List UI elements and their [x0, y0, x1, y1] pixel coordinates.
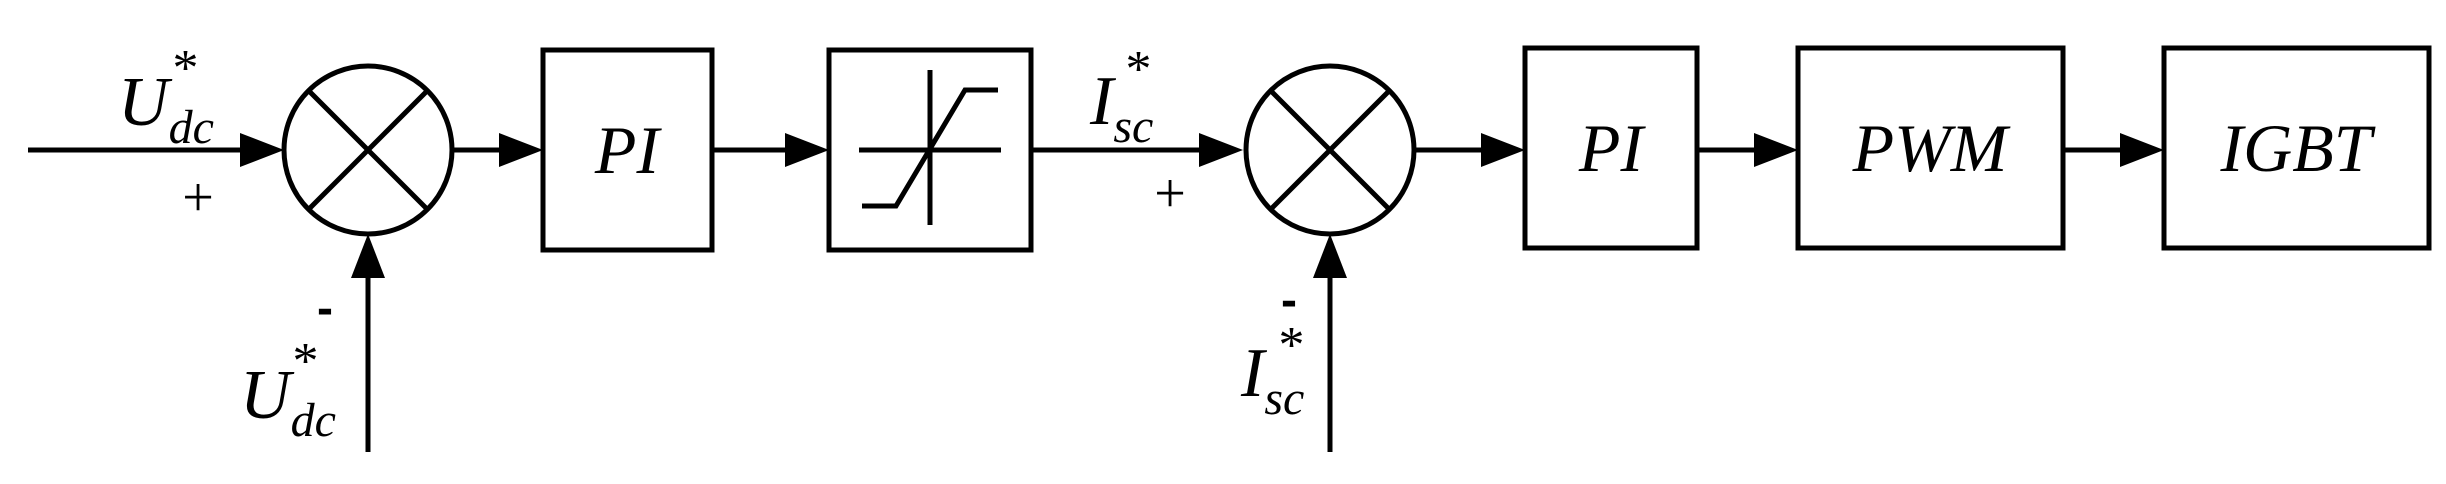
label-udc-feedback: Udc*	[240, 333, 336, 447]
saturation-symbol-icon	[859, 70, 1001, 225]
pi-block-1-label: PI	[594, 112, 663, 188]
sum1-plus-sign: +	[182, 167, 214, 229]
arrowhead-into-sum1	[240, 133, 284, 167]
label-isc-reference: Isc*	[1089, 41, 1153, 153]
label-isc-feedback: Isc*	[1240, 317, 1304, 425]
pi-controller-block-2: PI	[1522, 45, 1700, 251]
sum2-plus-sign: +	[1154, 163, 1186, 225]
sum2-minus-sign: -	[1281, 274, 1297, 327]
pwm-block: PWM	[1795, 45, 2066, 251]
summing-junction-1	[281, 63, 455, 237]
arrowhead-into-pi1	[499, 133, 543, 167]
label-udc-reference: Udc*	[118, 40, 214, 154]
arrowhead-into-sum2	[1199, 133, 1243, 167]
summing-junction-2	[1243, 63, 1417, 237]
arrowhead-feedback-sum2	[1313, 234, 1347, 278]
sum1-minus-sign: -	[317, 282, 333, 335]
pi-controller-block-1: PI	[540, 47, 715, 253]
arrowhead-into-limiter	[785, 133, 829, 167]
arrowhead-into-igbt	[2120, 133, 2164, 167]
arrowhead-into-pi2	[1481, 133, 1525, 167]
arrowhead-into-pwm	[1754, 133, 1798, 167]
arrowhead-feedback-sum1	[351, 234, 385, 278]
pi-block-2-label: PI	[1578, 110, 1647, 186]
saturation-limiter-block	[826, 47, 1034, 253]
pwm-block-label: PWM	[1852, 110, 2011, 186]
igbt-block: IGBT	[2161, 45, 2432, 251]
igbt-block-label: IGBT	[2219, 110, 2375, 186]
